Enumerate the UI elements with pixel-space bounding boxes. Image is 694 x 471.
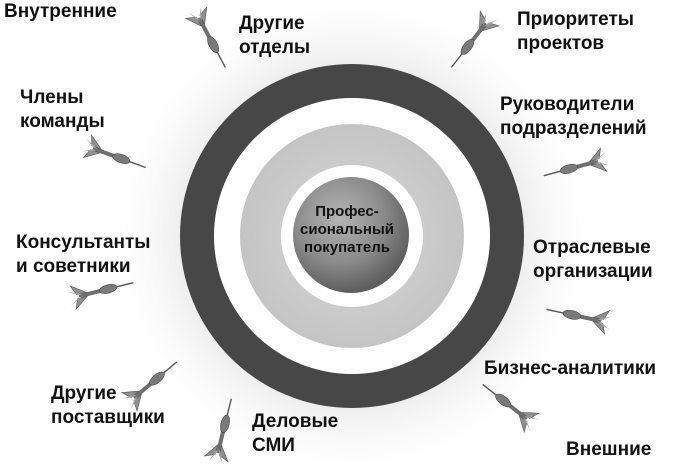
corner-label-external: Внешние	[566, 439, 652, 460]
label-unit-heads: Руководители подразделений	[500, 94, 647, 139]
label-project-priorities: Приоритеты проектов	[517, 9, 634, 54]
label-industry-orgs: Отраслевые организации	[533, 237, 653, 282]
center-label: Профес- сиональный покупатель	[289, 203, 405, 257]
label-business-media: Деловые СМИ	[252, 411, 339, 456]
bullseye	[293, 177, 409, 293]
center-line-2: сиональный	[300, 221, 394, 238]
label-other-suppliers: Другие поставщики	[51, 383, 165, 428]
label-team-members: Члены команды	[20, 87, 105, 132]
center-line-1: Профес-	[315, 203, 379, 220]
corner-label-internal: Внутренние	[4, 1, 117, 22]
center-line-3: покупатель	[304, 239, 390, 256]
label-consultants: Консультанты и советники	[16, 232, 151, 277]
label-business-analysts: Бизнес-аналитики	[484, 358, 657, 379]
label-other-departments: Другие отделы	[239, 13, 311, 58]
